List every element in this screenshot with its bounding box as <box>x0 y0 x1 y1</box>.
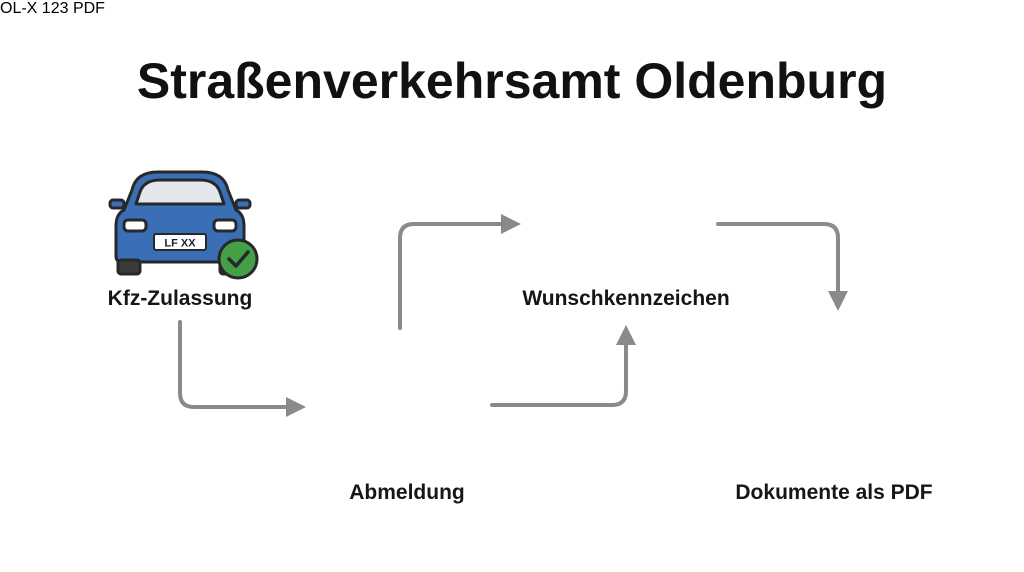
arrow-custom-plate-to-pdf <box>716 222 848 311</box>
pdf-document-icon: PDF <box>73 0 105 17</box>
arrow-registration-to-deregistration <box>178 320 306 417</box>
arrow-deregistration-to-custom-plate-return <box>490 325 636 407</box>
license-plate-icon: OL-X 123 <box>0 0 73 17</box>
custom-plate-text: OL-X 123 <box>0 0 69 17</box>
label-custom-plate: Wunschkennzeichen <box>522 287 730 310</box>
page-title: Straßenverkehrsamt Oldenburg <box>136 53 888 109</box>
label-registration: Kfz-Zulassung <box>107 287 253 310</box>
car-registered-icon: LF XX <box>108 170 252 276</box>
registration-plate-text: LF XX <box>164 238 196 250</box>
label-deregistration: Abmeldung <box>349 481 465 504</box>
pdf-badge-text: PDF <box>72 0 105 17</box>
label-pdf-documents: Dokumente als PDF <box>735 481 933 504</box>
check-badge-icon <box>217 238 259 280</box>
arrow-deregistration-to-custom-plate <box>398 214 521 330</box>
